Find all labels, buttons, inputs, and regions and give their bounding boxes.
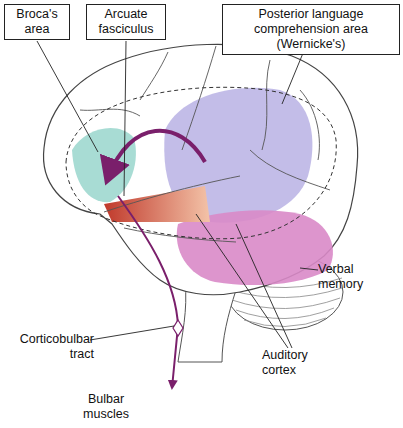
- auditory-cortex-region: [104, 186, 210, 222]
- label-box: Broca's area: [4, 4, 70, 40]
- brain-outline: [44, 44, 358, 294]
- corticobulbar-path: [118, 196, 178, 388]
- decussation-diamond: [173, 320, 183, 336]
- part-label: Bulbar muscles: [66, 392, 146, 422]
- box-text: Arcuate fasciculus: [91, 7, 161, 37]
- part-label: Auditory cortex: [262, 348, 322, 378]
- box-text: Broca's area: [9, 7, 65, 37]
- box-text: Posterior language comprehension area (W…: [227, 7, 395, 52]
- language-zone-dashed: [66, 87, 336, 238]
- sulci: [80, 46, 330, 242]
- label-box: Posterior language comprehension area (W…: [222, 4, 400, 55]
- broca-region: [72, 128, 136, 202]
- part-label: Verbal memory: [318, 262, 402, 292]
- part-label: Corticobulbar tract: [4, 332, 94, 362]
- arcuate-arrow: [108, 131, 205, 178]
- leader-lines: [37, 41, 318, 348]
- label-box: Arcuate fasciculus: [86, 4, 166, 40]
